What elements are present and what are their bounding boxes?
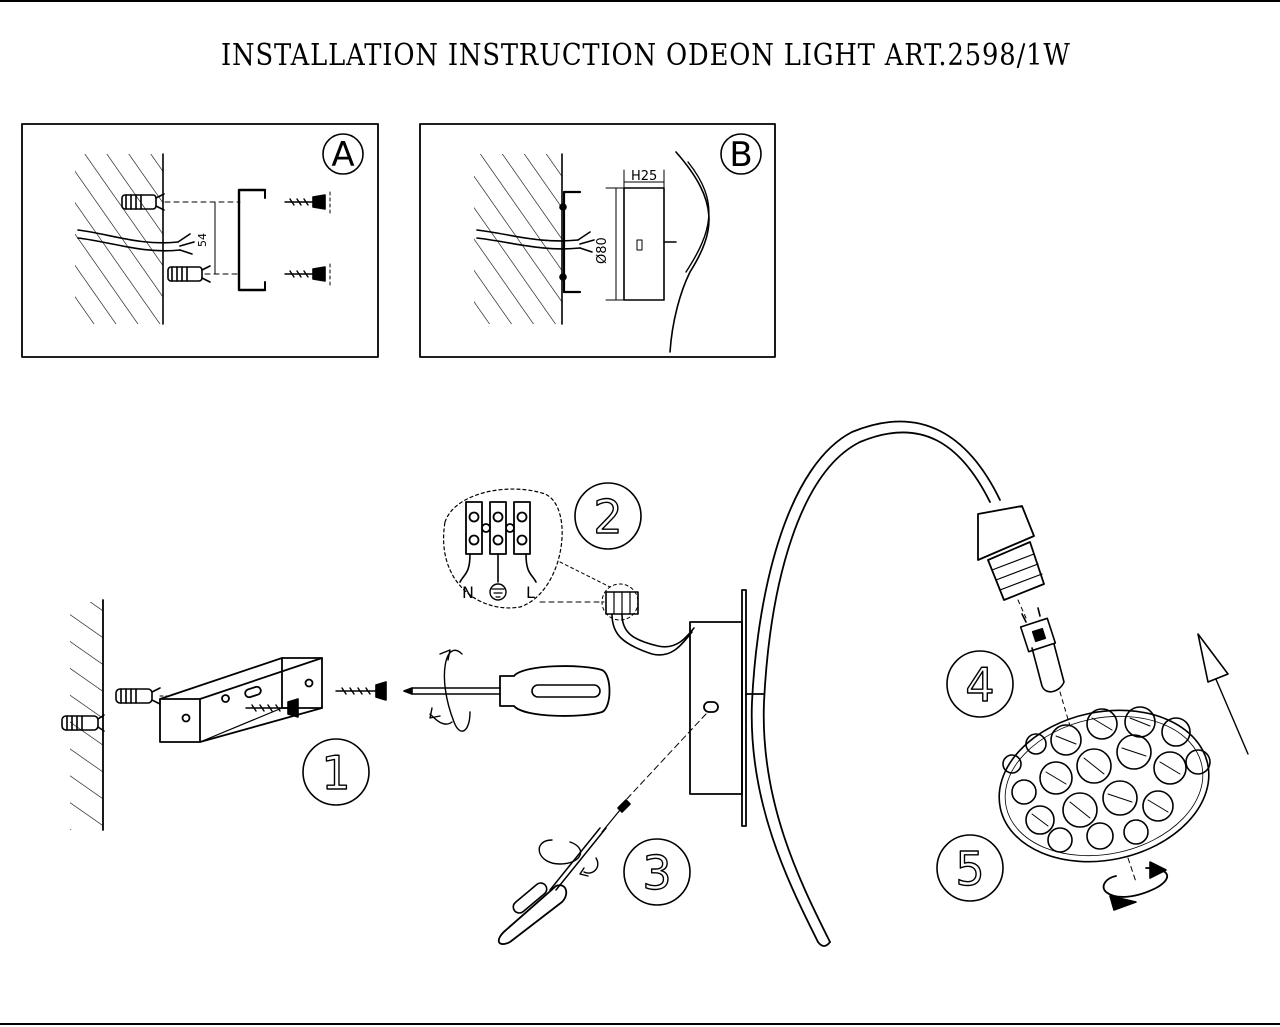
panel-b-label: B [729,135,752,175]
step-1-label: 1 [321,746,350,800]
step-4-label: 4 [965,658,994,712]
lamp-arm [669,151,710,353]
terminal-block-detail: N L [443,488,611,609]
mounting-bracket [562,190,582,294]
live-label: L [526,583,535,602]
neutral-label: N [462,583,474,602]
wall-plug-icon [61,714,105,732]
wall-plug-icon [115,687,173,705]
mounting-bracket [237,188,267,292]
canopy [623,187,665,301]
panel-b-badge [720,133,762,175]
step-5-badge [936,834,1004,902]
crystal-shade [998,706,1211,863]
step-badges [302,482,1014,906]
canopy [689,589,765,827]
screw-icon [284,191,331,215]
wall [70,599,104,831]
lamp-arm [762,431,991,943]
step-1-badge [302,738,370,806]
panel-a: 54 A [21,123,379,358]
step-2-badge [574,482,642,550]
step-5-label: 5 [955,842,984,896]
height-dimension: H25 [631,169,657,184]
step-2-label: 2 [593,490,622,544]
screw-icon [284,263,331,287]
lamp-socket [977,505,1045,619]
ground-icon [489,583,507,601]
screw-icon [335,681,387,701]
panel-a-badge [322,133,364,175]
screwdriver-icon [497,827,607,945]
rotate-arrow-icon [1102,857,1168,911]
spacing-dimension: 54 [196,233,209,247]
page-title: INSTALLATION INSTRUCTION ODEON LIGHT ART… [220,38,1071,73]
panel-b: H25 Ø80 B [419,123,776,358]
step-3-badge [623,838,691,906]
cable-wires [177,233,195,255]
screw-icon [245,698,299,718]
bulb-icon [1019,607,1071,727]
wall-plug-icon [121,193,165,211]
panel-a-label: A [331,135,354,175]
diameter-dimension: Ø80 [595,237,610,264]
up-arrow-icon [1197,633,1249,755]
screw-icon [601,799,631,833]
step-3-label: 3 [642,846,671,900]
step-4-badge [946,650,1014,718]
screwdriver-icon [403,649,611,732]
terminal-block [601,583,695,656]
wall-plug-icon [167,265,211,283]
